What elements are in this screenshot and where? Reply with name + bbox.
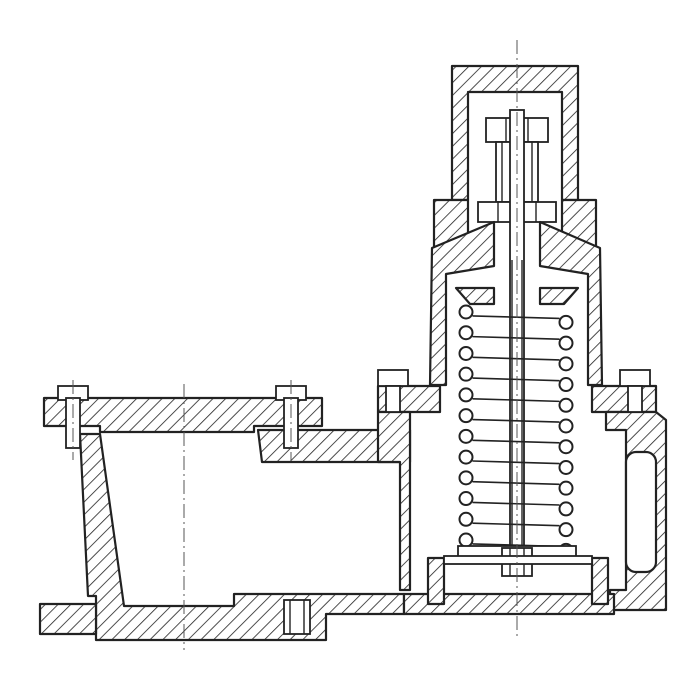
centerlines — [72, 40, 518, 650]
bolt-bonnet-right — [619, 369, 651, 413]
spring-coil-wire — [472, 418, 560, 423]
seat — [426, 555, 610, 606]
spring-coil-left — [458, 449, 474, 465]
spring-coil-right — [558, 418, 574, 434]
bolt-bonnet-left — [377, 369, 409, 413]
spring-coil-wire — [472, 377, 560, 382]
spring-coil-left — [458, 366, 474, 382]
spring-coil-left — [458, 387, 474, 403]
spring-coil-left — [458, 491, 474, 507]
spring-coil-right — [558, 480, 574, 496]
spring-coil-right — [558, 522, 574, 538]
spring — [458, 304, 574, 558]
spring-coil-right — [558, 335, 574, 351]
spring-coil-right — [558, 501, 574, 517]
spring-coil-left — [458, 304, 474, 320]
spring-coil-wire — [472, 315, 560, 320]
spring-coil-left — [458, 325, 474, 341]
spring-coil-left — [458, 532, 474, 548]
spring-coil-wire — [472, 356, 560, 361]
spring-coil-left — [458, 470, 474, 486]
spring-coil-right — [558, 314, 574, 330]
spring-coil-left — [458, 345, 474, 361]
spring-coil-wire — [472, 398, 560, 403]
outlet-body — [78, 410, 668, 642]
spring-coil-wire — [472, 335, 560, 340]
spring-coil-wire — [472, 439, 560, 444]
inlet-flange — [38, 396, 324, 636]
spring-coil-wire — [472, 501, 560, 506]
spring-coil-wire — [472, 522, 560, 527]
spring-coil-left — [458, 408, 474, 424]
spring-coil-right — [558, 356, 574, 372]
adjusting-screw — [485, 117, 549, 203]
drain-plug — [283, 599, 311, 635]
spring-coil-right — [558, 439, 574, 455]
spring-coil-right — [558, 459, 574, 475]
spring-plate-upper — [454, 286, 580, 306]
spring-coil-left — [458, 428, 474, 444]
spring-coil-left — [458, 511, 474, 527]
spring-coil-right — [558, 377, 574, 393]
spring-coil-wire — [472, 480, 560, 486]
spring-coil-wire — [472, 460, 560, 465]
spring-coil-right — [558, 397, 574, 413]
